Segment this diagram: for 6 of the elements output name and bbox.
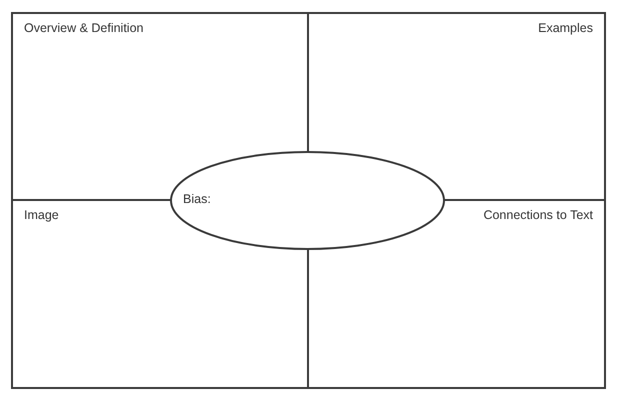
quadrant-heading: Overview & Definition — [24, 21, 144, 35]
ellipse-label: Bias: — [183, 192, 211, 206]
quadrant-heading: Connections to Text — [483, 208, 593, 222]
quadrant-heading: Image — [24, 208, 59, 222]
quadrant-heading: Examples — [538, 21, 593, 35]
center-ellipse — [170, 151, 445, 250]
